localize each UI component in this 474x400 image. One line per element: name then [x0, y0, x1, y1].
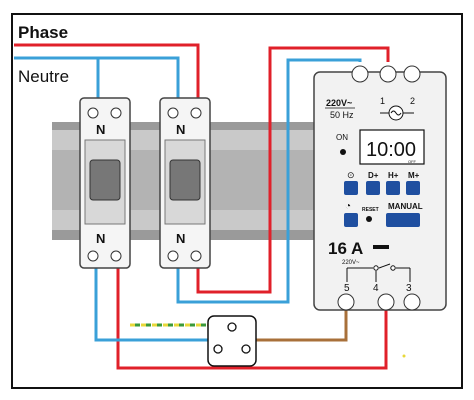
timer-bottom-terminal-3 [403, 293, 421, 311]
neutral-to-timer-wire [176, 58, 362, 304]
timer-reset-button[interactable] [366, 216, 372, 222]
outlet-neutral-hole [213, 344, 223, 354]
timer-terminal-4-label: 4 [373, 283, 379, 294]
clock-icon: ⊙ [347, 170, 355, 180]
timer-lcd-off: OFF [408, 159, 417, 164]
breaker-2-top-label: N [176, 122, 185, 137]
timer-top-terminal-3 [403, 65, 421, 83]
timer-program-button[interactable] [344, 213, 358, 227]
phase-wires [14, 43, 390, 370]
timer-h-plus-button[interactable] [386, 181, 400, 195]
diagram-frame [11, 13, 463, 389]
timer-top-terminal-neutral [351, 65, 369, 83]
timer-top-terminal-phase [379, 65, 397, 83]
timer-lcd-screen [359, 129, 425, 165]
breaker-1-bottom-label: N [96, 231, 105, 246]
breaker-2: N N [159, 97, 211, 269]
outlet-phase-hole [241, 344, 251, 354]
timer-m-plus-button[interactable] [406, 181, 420, 195]
timer-terminal-3-label: 3 [406, 283, 412, 294]
breaker-1-top-label: N [96, 122, 105, 137]
timer-lcd-time: 10:00 [366, 139, 416, 161]
timer-bottom-terminal-4 [377, 293, 395, 311]
breaker-1: N N [79, 97, 131, 269]
timer-relay-voltage: 220V~ [342, 260, 360, 266]
timer-manual-button[interactable] [386, 213, 420, 227]
outlet-ground-pin [227, 322, 237, 332]
outlet [207, 315, 257, 367]
timer-bottom-terminal-5 [337, 293, 355, 311]
phase-main-wire [14, 43, 200, 98]
timer-frequency-label: 50 Hz [330, 110, 354, 120]
timer-clock-button[interactable] [344, 181, 358, 195]
phase-load-return-wire [116, 268, 388, 370]
neutral-main-wire [14, 56, 180, 98]
neutral-to-outlet-wire [94, 268, 218, 342]
neutral-wires [14, 56, 362, 342]
timer-d-plus-button[interactable] [366, 181, 380, 195]
timer-terminal-5-label: 5 [344, 283, 350, 294]
timer-on-label: ON [336, 133, 348, 142]
timer-rating: 16 A [328, 239, 363, 258]
timer-voltage-label: 220V~ [326, 98, 352, 108]
neutre-label: Neutre [18, 67, 69, 86]
timer-on-indicator [340, 149, 346, 155]
label-d-plus: D+ [368, 171, 379, 180]
label-reset: RESET [362, 207, 379, 213]
phase-to-timer-wire [196, 46, 390, 294]
stray-dot [402, 354, 406, 358]
label-m-plus: M+ [408, 171, 420, 180]
label-manual: MANUAL [388, 202, 423, 211]
load-wire [250, 300, 348, 342]
program-icon: ◔ [345, 201, 351, 212]
breaker-2-bottom-label: N [176, 231, 185, 246]
phase-label: Phase [18, 23, 68, 42]
label-h-plus: H+ [388, 171, 399, 180]
timer-terminal-1-label: 1 [380, 96, 385, 106]
timer-terminal-2-label: 2 [410, 96, 415, 106]
timer-module: 220V~ 50 Hz 1 2 ON 10:00 OFF ⊙ D+ H+ M+ … [313, 65, 447, 311]
